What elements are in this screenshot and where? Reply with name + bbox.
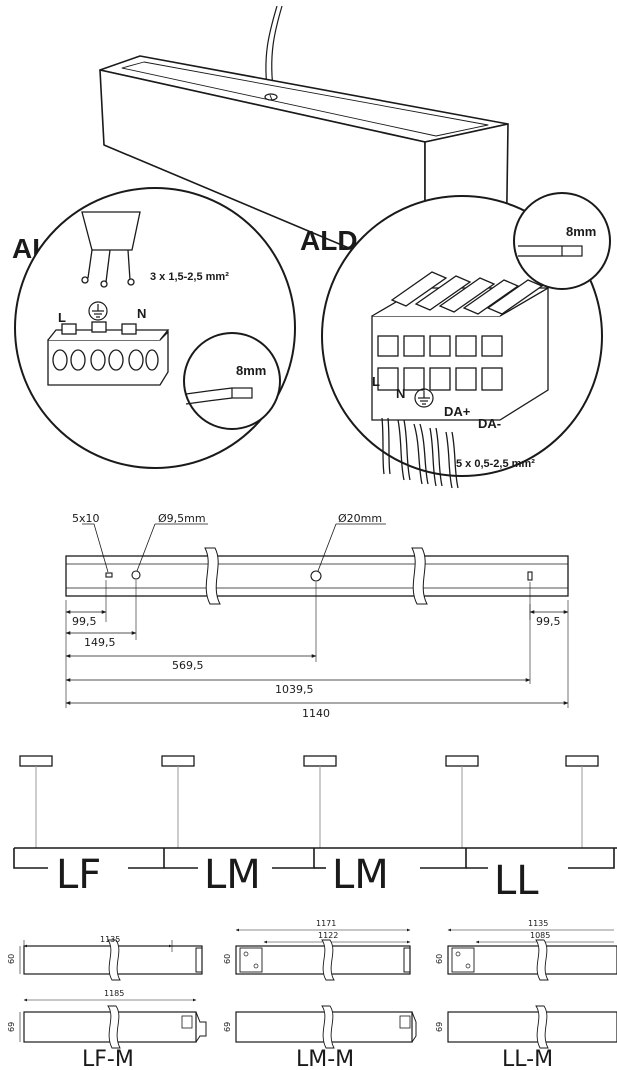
hole-20 (310, 570, 322, 582)
ald-strip-zoom-circle (513, 192, 611, 290)
ald-terminal-n: N (396, 386, 405, 401)
module-name-lm-m: LM-M (296, 1047, 354, 1070)
hole-9-5 (131, 570, 141, 580)
al-strip-zoom-circle (183, 332, 281, 430)
module-name-lf-m: LF-M (82, 1047, 134, 1070)
module-lm-m (235, 928, 417, 1049)
ald-title: ALD (300, 225, 358, 256)
al-wiring-detail: AL 3 x 1,5-2,5 mm² L N 8mm (12, 187, 296, 469)
slot-right (527, 571, 533, 581)
ald-wiring-detail: ALD L N DA+ DA- (300, 192, 611, 489)
earth-symbol-icon (414, 388, 434, 408)
ceiling-mount-1 (19, 755, 53, 767)
earth-symbol-icon (88, 301, 108, 321)
module-ll-m (447, 928, 617, 1049)
lf-m-bottom-height: 69 (7, 1022, 16, 1032)
lm-m-bottom-height: 69 (223, 1022, 232, 1032)
segment-label-2: LM (204, 852, 261, 898)
slot-5x10 (105, 572, 113, 578)
ald-terminal-block (371, 271, 551, 421)
module-name-ll-m: LL-M (502, 1047, 553, 1070)
ald-terminal-da-minus: DA- (478, 416, 501, 431)
lm-m-top-height: 60 (223, 954, 232, 964)
dim-1140: 1140 (302, 707, 330, 720)
ll-m-bottom-height: 69 (435, 1022, 444, 1032)
dim-569-5: 569,5 (172, 659, 204, 672)
ceiling-mount-2 (161, 755, 195, 767)
ceiling-mount-5 (565, 755, 599, 767)
al-terminal-n: N (137, 306, 146, 321)
dim-99-5-right: 99,5 (536, 615, 561, 628)
line-configuration: LF LM LM LL (13, 755, 617, 904)
ll-m-top-height: 60 (435, 954, 444, 964)
ald-cable-spec: 5 x 0,5-2,5 mm² (456, 458, 535, 470)
dim-1039-5: 1039,5 (275, 683, 314, 696)
segment-label-1: LF (56, 852, 101, 898)
lm-m-top-length-outer: 1171 (316, 919, 336, 928)
al-terminal-l: L (58, 310, 66, 325)
dimension-labels: 5x10 Ø9,5mm Ø20mm 99,5 149,5 569,5 1039,… (72, 512, 561, 720)
al-strip-length: 8mm (236, 363, 266, 378)
lf-m-bottom-length: 1185 (104, 989, 124, 998)
module-lf-m (19, 939, 207, 1049)
lf-m-top-length: 1135 (100, 935, 120, 944)
lf-m-top-height: 60 (7, 954, 16, 964)
al-terminal-block (47, 321, 170, 386)
segment-label-3: LM (332, 852, 389, 898)
al-cable-spec: 3 x 1,5-2,5 mm² (150, 271, 229, 283)
ceiling-mount-4 (445, 755, 479, 767)
ald-strip-length: 8mm (566, 224, 596, 239)
ald-terminal-l: L (372, 374, 380, 389)
ll-m-top-length-inner: 1085 (530, 931, 550, 940)
segment-label-4: LL (494, 858, 539, 904)
dim-99-5-left: 99,5 (72, 615, 97, 628)
lm-m-top-length-inner: 1122 (318, 931, 338, 940)
mounting-dimension-drawing (65, 523, 569, 708)
label-hole-20: Ø20mm (338, 512, 382, 525)
ll-m-top-length-outer: 1135 (528, 919, 548, 928)
dim-149-5: 149,5 (84, 636, 116, 649)
ceiling-mount-3 (303, 755, 337, 767)
label-5x10: 5x10 (72, 512, 100, 525)
ald-terminal-da-plus: DA+ (444, 404, 471, 419)
al-detail-circle (14, 187, 296, 469)
label-hole-9-5: Ø9,5mm (158, 512, 206, 525)
